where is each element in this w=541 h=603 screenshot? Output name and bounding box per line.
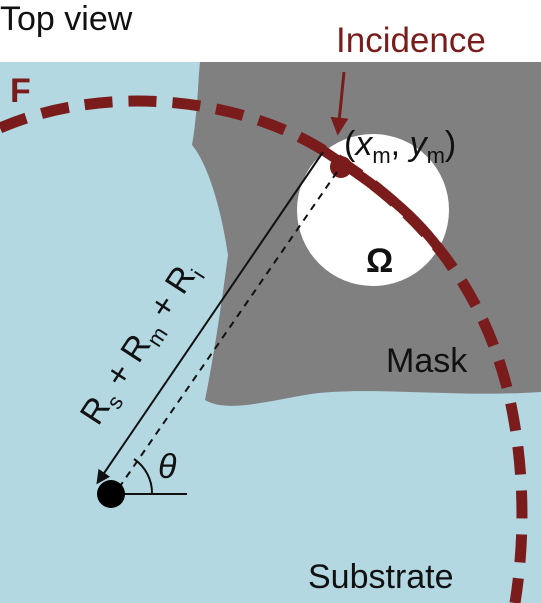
coord-x-sub: m (372, 143, 390, 168)
substrate-label: Substrate (308, 558, 454, 596)
theta-label: θ (158, 448, 177, 486)
coord-y: y (408, 125, 429, 163)
title-top-view: Top view (0, 0, 133, 38)
incidence-label: Incidence (336, 21, 486, 60)
incidence-arrow (330, 71, 349, 136)
coord-x: x (353, 125, 373, 163)
mask-label: Mask (386, 342, 468, 380)
omega-label: Ω (366, 242, 393, 280)
radius-arrow (96, 151, 324, 485)
coord-y-sub: m (427, 143, 445, 168)
origin-point (97, 480, 125, 508)
front-label-F: F (10, 72, 31, 110)
point-coordinates-label: (xm, ym) (344, 125, 456, 168)
theta-arc (133, 458, 154, 495)
